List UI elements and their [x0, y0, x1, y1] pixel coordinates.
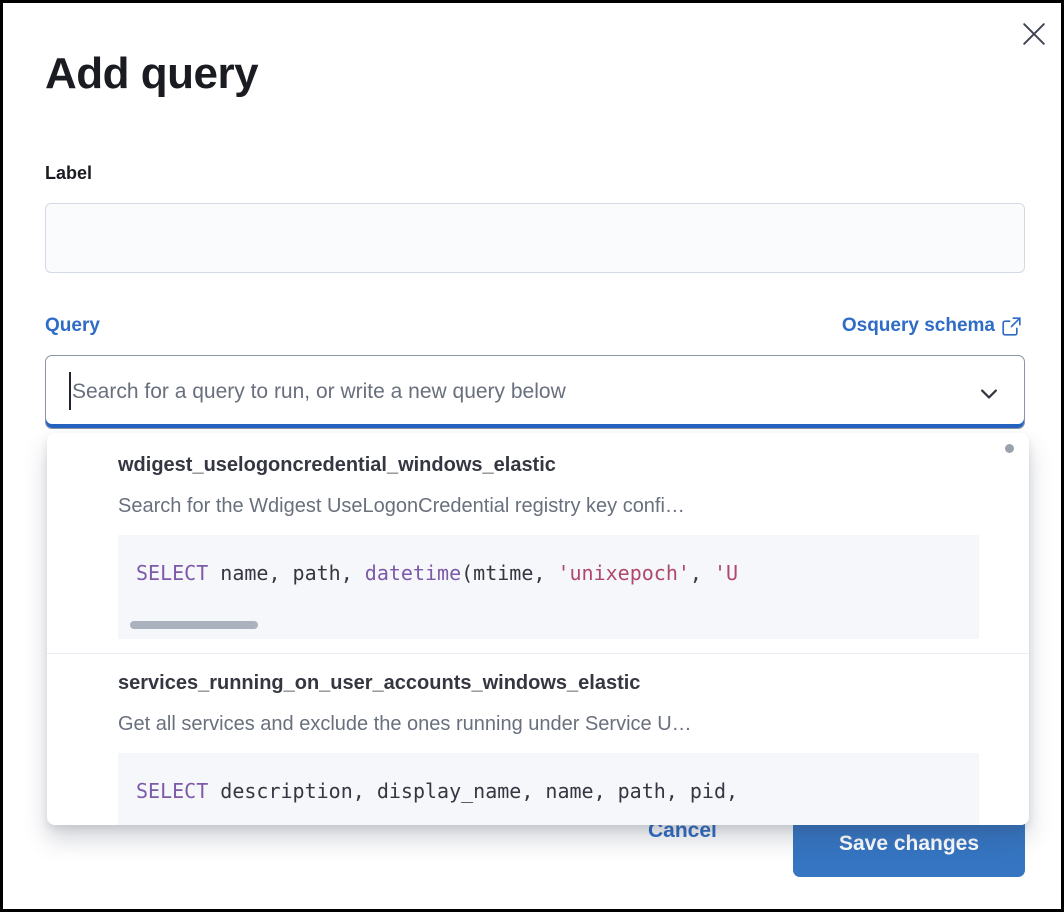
query-option-title: wdigest_uselogoncredential_windows_elast…	[118, 454, 556, 476]
query-search-input[interactable]	[46, 356, 1024, 428]
query-option-sql-preview: SELECT description, display_name, name, …	[118, 753, 979, 825]
query-suggestions-dropdown: wdigest_uselogoncredential_windows_elast…	[47, 433, 1029, 825]
code-token: datetime	[364, 561, 462, 585]
osquery-schema-link[interactable]: Osquery schema	[842, 315, 1021, 337]
code-token: SELECT	[136, 779, 209, 803]
code-token: name, path,	[208, 561, 365, 585]
close-button[interactable]	[1017, 17, 1051, 51]
external-link-icon	[1002, 316, 1021, 336]
horizontal-scrollbar-thumb[interactable]	[130, 621, 258, 629]
code-token: description, display_name, name, path, p…	[208, 779, 739, 803]
option-divider	[47, 653, 1029, 654]
code-token: ,	[689, 561, 714, 585]
osquery-schema-link-label: Osquery schema	[841, 315, 995, 336]
close-icon	[1023, 23, 1045, 45]
vertical-scrollbar-thumb[interactable]	[1005, 444, 1014, 453]
query-option-services[interactable]: services_running_on_user_accounts_window…	[47, 654, 1029, 825]
query-option-wdigest[interactable]: wdigest_uselogoncredential_windows_elast…	[47, 433, 1029, 653]
query-option-description: Get all services and exclude the ones ru…	[118, 713, 692, 735]
query-field-label: Query	[45, 315, 100, 336]
label-input[interactable]	[45, 203, 1025, 273]
query-option-sql-preview: SELECT name, path, datetime(mtime, 'unix…	[118, 535, 979, 639]
sql-code: SELECT description, display_name, name, …	[136, 779, 738, 803]
text-cursor	[69, 372, 71, 410]
code-token: 'unixepoch'	[557, 561, 690, 585]
code-token: (mtime,	[461, 561, 558, 585]
query-search-combobox[interactable]	[45, 355, 1025, 429]
sql-code: SELECT name, path, datetime(mtime, 'unix…	[136, 561, 738, 585]
query-option-title: services_running_on_user_accounts_window…	[118, 672, 641, 694]
chevron-down-icon[interactable]	[978, 383, 1000, 405]
code-token: SELECT	[136, 561, 209, 585]
code-token: 'U	[714, 561, 739, 585]
modal-title: Add query	[45, 49, 259, 98]
label-field-label: Label	[45, 163, 93, 183]
query-option-description: Search for the Wdigest UseLogonCredentia…	[118, 495, 685, 517]
